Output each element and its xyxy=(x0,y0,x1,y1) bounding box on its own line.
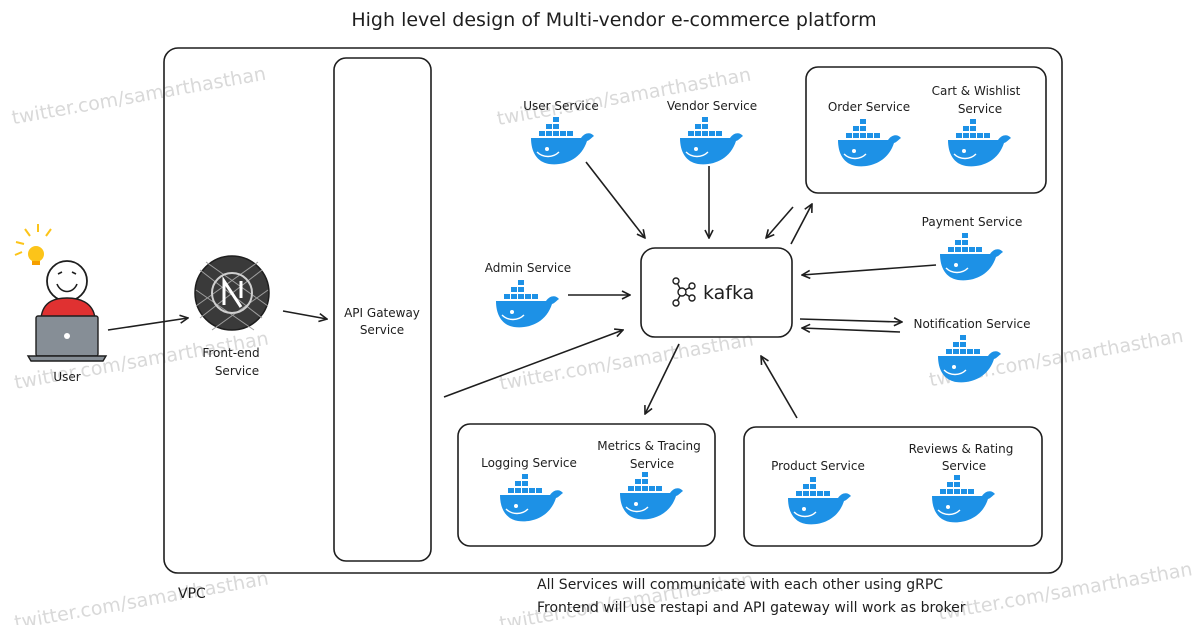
vendor-service-label: Vendor Service xyxy=(667,99,757,113)
arrow-user-service-to-kafka xyxy=(585,161,645,238)
user-avatar-icon xyxy=(40,260,96,319)
metrics-tracing-service: Metrics & Tracing Service xyxy=(597,439,701,521)
vpc-container xyxy=(163,47,1063,574)
note-grpc: All Services will communicate with each … xyxy=(537,577,943,593)
observability-group xyxy=(457,423,716,547)
arrow-frontend-to-gateway xyxy=(282,310,327,319)
docker-icon xyxy=(530,116,595,166)
laptop-icon xyxy=(26,315,108,362)
frontend-label-line1: Front-end xyxy=(202,346,259,360)
api-gateway-service: API Gateway Service xyxy=(333,57,432,562)
docker-icon xyxy=(679,116,744,166)
user-label: User xyxy=(53,370,80,384)
admin-service: Admin Service xyxy=(485,261,571,329)
arrow-notification-to-kafka xyxy=(802,328,901,332)
kafka-label: kafka xyxy=(703,282,754,304)
payment-service-label: Payment Service xyxy=(922,215,1023,229)
watermark-text: twitter.com/samarthasthan xyxy=(10,63,268,129)
docker-icon xyxy=(787,476,852,526)
order-cart-group xyxy=(805,66,1047,194)
payment-service: Payment Service xyxy=(922,215,1023,282)
reviews-label-line1: Reviews & Rating xyxy=(909,442,1014,456)
vpc-label: VPC xyxy=(178,586,206,602)
docker-icon xyxy=(939,232,1004,282)
kafka-broker: kafka xyxy=(640,247,793,338)
metrics-label-line1: Metrics & Tracing xyxy=(597,439,701,453)
watermarks: twitter.com/samarthasthan twitter.com/sa… xyxy=(10,63,1194,625)
user-service-label: User Service xyxy=(523,99,599,113)
product-service: Product Service xyxy=(771,459,865,526)
cart-label-line1: Cart & Wishlist xyxy=(932,84,1021,98)
diagram-title: High level design of Multi-vendor e-comm… xyxy=(351,9,876,31)
arrow-payment-to-kafka xyxy=(802,264,937,275)
notification-service: Notification Service xyxy=(913,317,1031,384)
note-restapi: Frontend will use restapi and API gatewa… xyxy=(537,600,966,616)
cart-wishlist-service: Cart & Wishlist Service xyxy=(932,84,1021,168)
user-service: User Service xyxy=(523,99,599,166)
arrow-catalog-to-kafka xyxy=(761,356,798,419)
logging-service: Logging Service xyxy=(481,456,577,523)
watermark-text: twitter.com/samarthasthan xyxy=(495,64,753,130)
vendor-service: Vendor Service xyxy=(667,99,757,166)
user-figure: User xyxy=(14,224,108,384)
catalog-group xyxy=(743,426,1043,547)
gateway-label-line1: API Gateway xyxy=(344,306,420,320)
docker-icon xyxy=(499,473,564,523)
cart-label-line2: Service xyxy=(958,102,1002,116)
arrow-kafka-to-observability xyxy=(645,343,680,414)
metrics-label-line2: Service xyxy=(630,457,674,471)
frontend-service: Front-end Service xyxy=(194,255,270,378)
docker-icon xyxy=(931,474,996,524)
docker-icon xyxy=(837,118,902,168)
notification-service-label: Notification Service xyxy=(913,317,1030,331)
admin-service-label: Admin Service xyxy=(485,261,571,275)
frontend-label-line2: Service xyxy=(215,364,259,378)
gateway-label-line2: Service xyxy=(360,323,404,337)
nextjs-icon xyxy=(194,255,270,331)
watermark-text: twitter.com/samarthasthan xyxy=(13,568,271,625)
reviews-rating-service: Reviews & Rating Service xyxy=(909,442,1014,524)
logging-service-label: Logging Service xyxy=(481,456,577,470)
arrow-user-to-frontend xyxy=(107,318,188,331)
connections xyxy=(107,161,937,419)
order-service-label: Order Service xyxy=(828,100,910,114)
kafka-icon xyxy=(672,277,696,307)
arrow-order-to-kafka xyxy=(766,206,794,238)
product-service-label: Product Service xyxy=(771,459,865,473)
arrow-gateway-to-kafka xyxy=(443,330,623,398)
docker-icon xyxy=(947,118,1012,168)
lightbulb-icon xyxy=(14,224,52,265)
arrow-kafka-to-notification xyxy=(799,319,902,322)
watermark-text: twitter.com/samarthasthan xyxy=(936,558,1194,624)
docker-icon xyxy=(495,279,560,329)
reviews-label-line2: Service xyxy=(942,459,986,473)
order-service: Order Service xyxy=(828,100,910,168)
docker-icon xyxy=(619,471,684,521)
arrow-kafka-to-order xyxy=(790,204,812,245)
